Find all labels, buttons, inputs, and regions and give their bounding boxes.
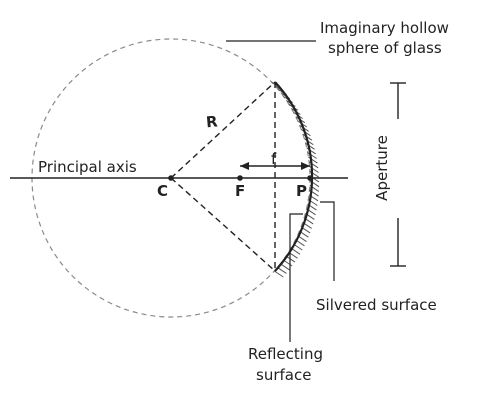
sphere-label-line1: Imaginary hollow	[320, 19, 449, 37]
hatch-line	[280, 263, 290, 271]
sphere-label-line2: sphere of glass	[328, 39, 442, 57]
center-label: C	[157, 182, 168, 200]
radius-line-upper	[170, 81, 276, 179]
reflecting-leader-line	[289, 213, 303, 342]
pole-point	[307, 175, 313, 181]
hatch-line	[304, 138, 314, 146]
focus-label: F	[235, 182, 245, 200]
silvered-surface-label: Silvered surface	[316, 296, 437, 314]
radius-line-lower	[170, 177, 276, 272]
center-point	[168, 175, 174, 181]
hatch-line	[277, 266, 287, 274]
aperture-bracket	[390, 82, 406, 267]
focus-point	[237, 175, 243, 181]
focal-length-label: f	[271, 150, 277, 168]
aperture-label: Aperture	[373, 135, 391, 201]
hatch-line	[305, 142, 315, 150]
silvered-leader-line	[320, 201, 335, 281]
reflecting-label-line1: Reflecting	[248, 345, 323, 363]
reflecting-label-line2: surface	[256, 366, 311, 384]
focal-length-arrow	[240, 162, 310, 170]
hatch-line	[274, 270, 284, 278]
pole-label: P	[296, 182, 307, 200]
radius-label: R	[205, 112, 219, 131]
principal-axis-label: Principal axis	[38, 158, 137, 176]
